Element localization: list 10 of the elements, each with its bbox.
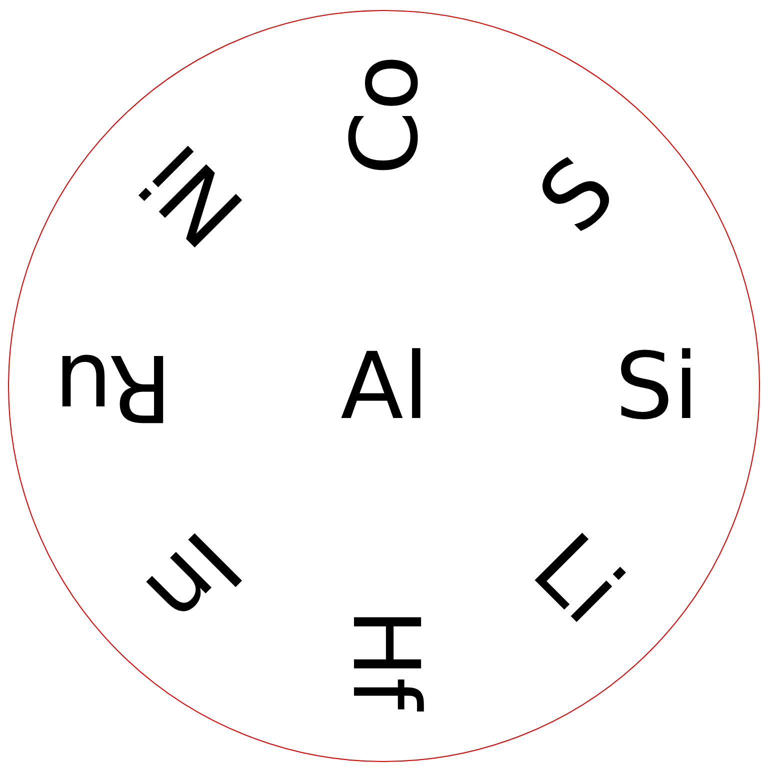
- circle-outline: [8, 10, 760, 762]
- element-symbol: Al: [340, 341, 429, 433]
- element-symbol: Si: [615, 341, 699, 433]
- element-symbol: Li: [518, 520, 637, 640]
- element-symbol: In: [130, 516, 256, 642]
- element-symbol: Co: [338, 54, 431, 176]
- element-symbol: Ru: [54, 341, 172, 433]
- element-symbol: Ni: [126, 128, 259, 261]
- element-symbol: Hf: [338, 608, 431, 710]
- element-symbol: S: [524, 141, 631, 248]
